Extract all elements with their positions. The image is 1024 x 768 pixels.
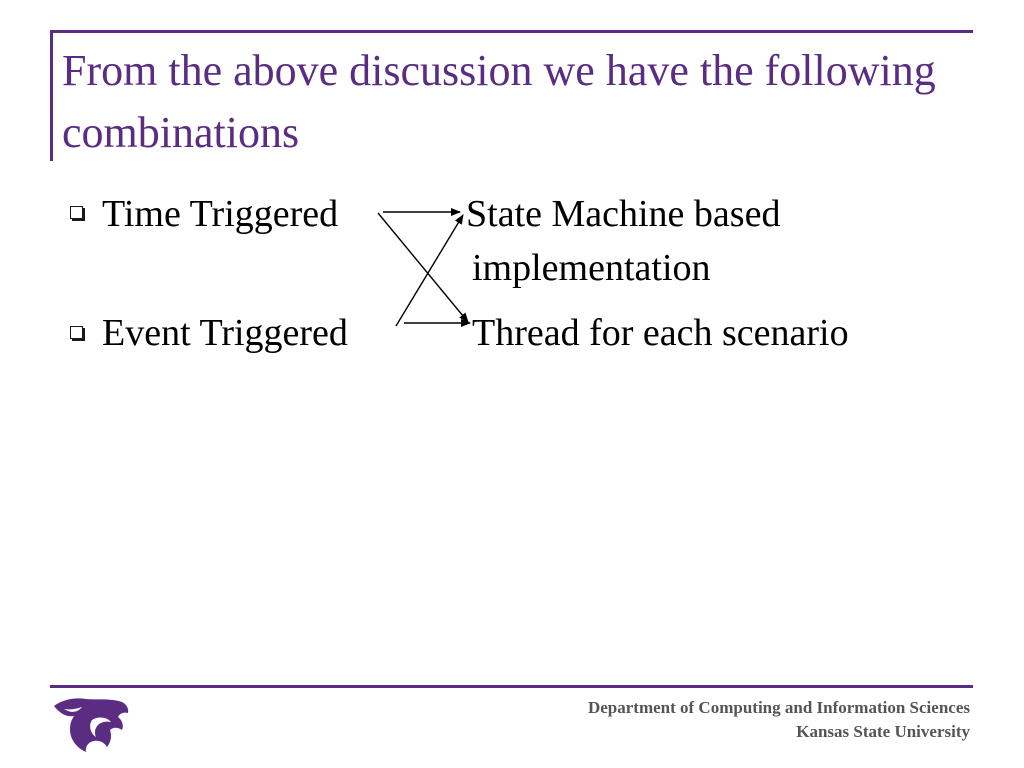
item-right-implementation: implementation — [472, 247, 711, 289]
title-frame-left — [50, 30, 53, 161]
powercat-logo-icon — [54, 698, 129, 752]
item-left-event-triggered: Event Triggered — [102, 312, 348, 354]
square-bullet-icon — [70, 326, 83, 339]
title-frame-top — [50, 30, 973, 33]
item-right-thread: Thread for each scenario — [472, 312, 849, 354]
arrow-event-to-statemachine — [395, 214, 464, 327]
footer-divider — [50, 685, 973, 688]
arrow-time-to-thread — [377, 212, 469, 323]
square-bullet-icon — [70, 206, 83, 219]
slide-title: From the above discussion we have the fo… — [62, 46, 936, 157]
footer-university: Kansas State University — [796, 722, 970, 741]
item-right-state-machine: State Machine based — [466, 193, 781, 235]
item-left-time-triggered: Time Triggered — [102, 193, 339, 235]
footer-department: Department of Computing and Information … — [587, 698, 970, 717]
